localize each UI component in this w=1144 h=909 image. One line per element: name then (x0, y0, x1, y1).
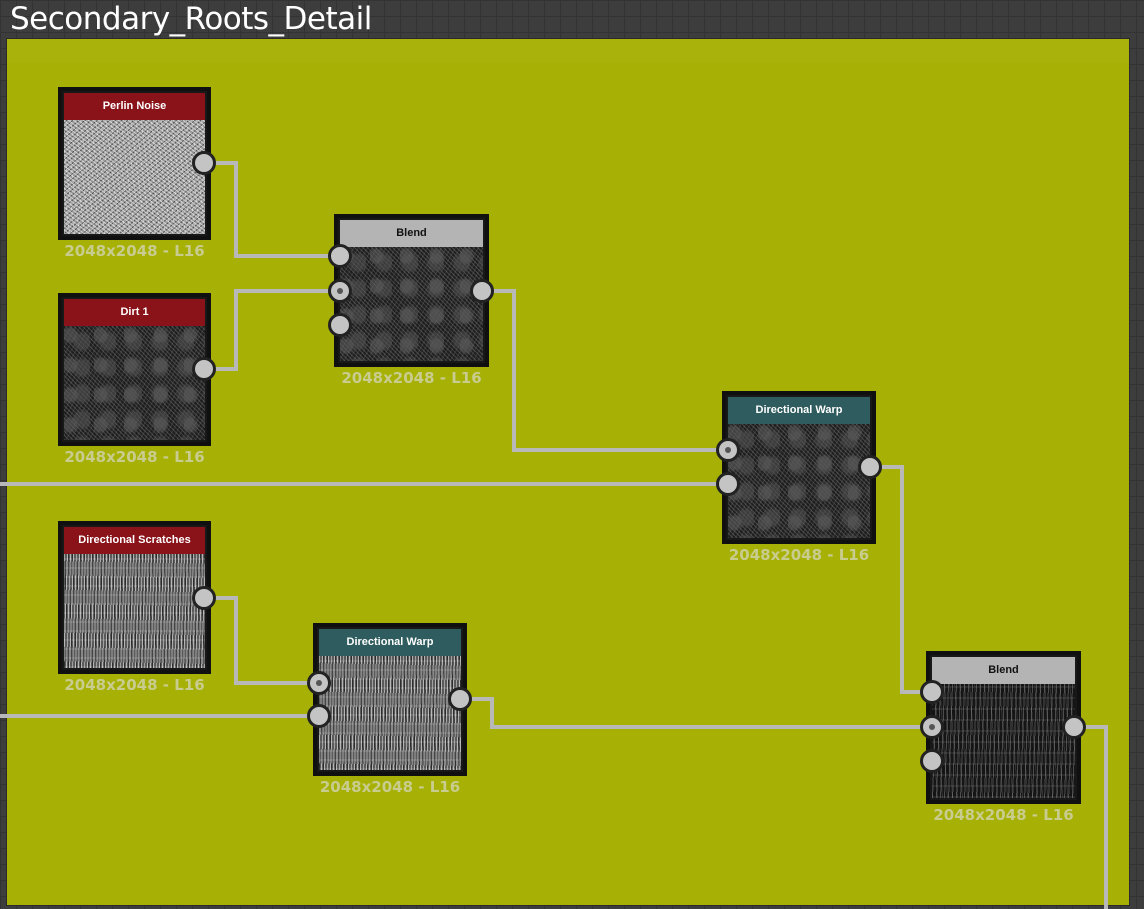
node-title: Directional Warp (728, 397, 870, 424)
input-port-source[interactable] (307, 671, 331, 695)
node-directional-warp-1[interactable]: Directional Warp (722, 391, 876, 544)
node-blend-2[interactable]: Blend (926, 651, 1081, 804)
input-port-foreground[interactable] (328, 244, 352, 268)
node-caption: 2048x2048 - L16 (728, 546, 870, 564)
node-blend-1[interactable]: Blend (334, 214, 489, 367)
node-caption: 2048x2048 - L16 (64, 448, 205, 466)
output-port[interactable] (470, 279, 494, 303)
input-port-foreground[interactable] (920, 680, 944, 704)
node-title: Directional Warp (319, 629, 461, 656)
output-port[interactable] (192, 151, 216, 175)
frame-title: Secondary_Roots_Detail (10, 1, 372, 37)
node-directional-scratches[interactable]: Directional Scratches (58, 521, 211, 674)
node-thumbnail (64, 326, 205, 440)
node-thumbnail (319, 656, 461, 770)
input-port-mask[interactable] (328, 313, 352, 337)
frame-header-strip[interactable] (7, 39, 1129, 63)
node-perlin-noise[interactable]: Perlin Noise (58, 87, 211, 240)
output-port[interactable] (1062, 715, 1086, 739)
node-directional-warp-2[interactable]: Directional Warp (313, 623, 467, 776)
output-port[interactable] (858, 455, 882, 479)
input-port-source[interactable] (716, 438, 740, 462)
node-caption: 2048x2048 - L16 (933, 806, 1074, 824)
node-thumbnail (64, 120, 205, 234)
node-thumbnail (64, 554, 205, 668)
input-port-intensity[interactable] (307, 704, 331, 728)
output-port[interactable] (192, 357, 216, 381)
input-port-mask[interactable] (920, 749, 944, 773)
node-title: Directional Scratches (64, 527, 205, 554)
node-title: Dirt 1 (64, 299, 205, 326)
node-thumbnail (932, 684, 1075, 798)
node-caption: 2048x2048 - L16 (319, 778, 461, 796)
node-caption: 2048x2048 - L16 (64, 676, 205, 694)
node-thumbnail (340, 247, 483, 361)
node-caption: 2048x2048 - L16 (64, 242, 205, 260)
input-port-background[interactable] (328, 279, 352, 303)
node-caption: 2048x2048 - L16 (341, 369, 482, 387)
node-thumbnail (728, 424, 870, 538)
node-title: Perlin Noise (64, 93, 205, 120)
node-title: Blend (340, 220, 483, 247)
output-port[interactable] (448, 687, 472, 711)
output-port[interactable] (192, 586, 216, 610)
node-dirt-1[interactable]: Dirt 1 (58, 293, 211, 446)
input-port-intensity[interactable] (716, 472, 740, 496)
node-title: Blend (932, 657, 1075, 684)
input-port-background[interactable] (920, 715, 944, 739)
